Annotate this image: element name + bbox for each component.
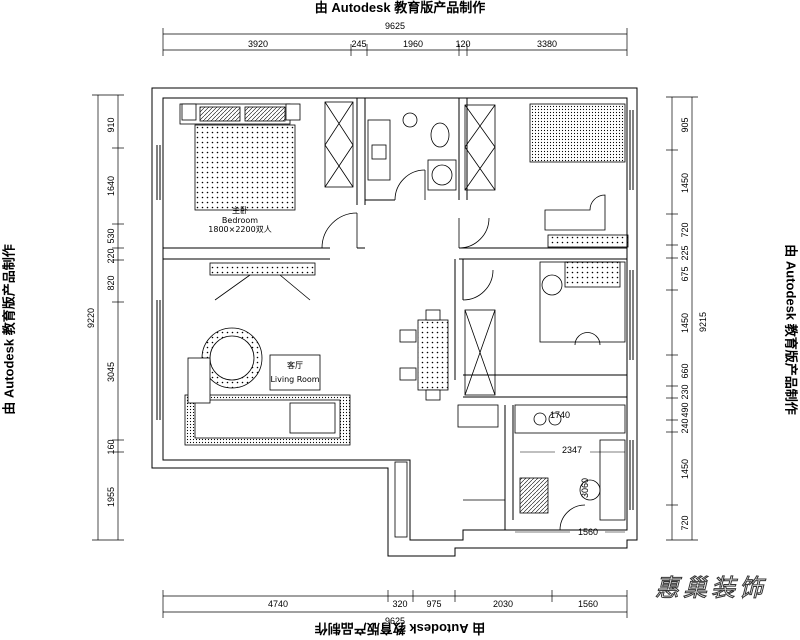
bed-master: [179, 103, 301, 211]
dimensions-left: [92, 94, 124, 541]
bathroom-fixtures: [367, 104, 496, 191]
dim-left-5: 820: [106, 275, 116, 290]
dim-top-2: 245: [351, 39, 366, 49]
dim-top-3: 1960: [403, 39, 423, 49]
dim-bottom-1: 4740: [268, 599, 288, 609]
dim-right-5: 675: [680, 266, 690, 281]
dim-top-5: 3380: [537, 39, 557, 49]
kitchen-dim-vertical: 3060: [580, 478, 590, 498]
dining-table: [399, 309, 449, 401]
dim-top-1: 3920: [248, 39, 268, 49]
dim-left-6: 3045: [106, 362, 116, 382]
dim-bottom-total: 9625: [385, 616, 405, 626]
brand-logo: 惠巢装饰: [655, 574, 767, 603]
dimensions-right: [666, 96, 698, 541]
kitchen-dim-top: 1740: [550, 410, 570, 420]
dim-right-10: 240: [680, 418, 690, 433]
dim-left-3: 530: [106, 228, 116, 243]
dim-right-7: 660: [680, 363, 690, 378]
dim-right-3: 720: [680, 222, 690, 237]
dim-bottom-4: 2030: [493, 599, 513, 609]
kitchen-fixtures: [394, 404, 626, 538]
study-furniture: [464, 261, 626, 396]
dim-right-1: 905: [680, 117, 690, 132]
dim-left-total: 9220: [86, 308, 96, 328]
dim-left-1: 910: [106, 117, 116, 132]
dimensions-top: [162, 28, 628, 56]
dim-bottom-5: 1560: [578, 599, 598, 609]
room-label-living-en: Living Room: [270, 375, 319, 384]
dim-left-7: 160: [106, 439, 116, 454]
dim-right-12: 720: [680, 515, 690, 530]
dim-right-8: 230: [680, 384, 690, 399]
rug-round: [201, 327, 263, 389]
sofa: [184, 357, 351, 446]
doors: [321, 169, 586, 531]
coffee-table: [269, 354, 321, 391]
dim-right-6: 1450: [680, 313, 690, 333]
interior-walls: [163, 98, 627, 530]
dim-bottom-3: 975: [426, 599, 441, 609]
master-bed-size: 1800×2200双人: [208, 225, 271, 234]
dim-right-9: 490: [680, 402, 690, 417]
dim-right-total: 9215: [698, 312, 708, 332]
kitchen-dim-bottom: 1560: [578, 527, 598, 537]
watermark-top: 由 Autodesk 教育版产品制作: [314, 0, 486, 15]
dim-left-8: 1955: [106, 487, 116, 507]
room-label-master-en: Bedroom: [222, 216, 258, 225]
dim-right-11: 1450: [680, 459, 690, 479]
room-label-living-cn: 客厅: [287, 360, 303, 370]
dim-right-2: 1450: [680, 173, 690, 193]
dim-right-4: 225: [680, 245, 690, 260]
dimensions-bottom: [162, 590, 628, 618]
room-label-master-cn: 主卧: [232, 205, 248, 215]
dim-left-2: 1640: [106, 176, 116, 196]
tv-cabinet: [209, 262, 316, 301]
wardrobe-master: [324, 101, 354, 188]
dim-left-4: 220: [106, 248, 116, 263]
kitchen-dim-width: 2347: [562, 445, 582, 455]
bed-second: [529, 103, 629, 248]
dim-bottom-2: 320: [392, 599, 407, 609]
dim-top-total: 9625: [385, 21, 405, 31]
dim-top-4: 120: [455, 39, 470, 49]
